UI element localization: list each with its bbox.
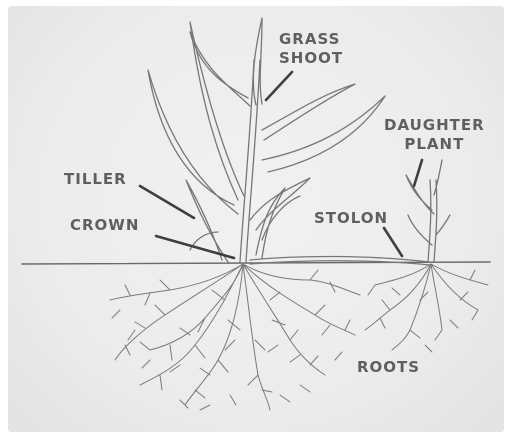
main-roots — [110, 264, 360, 410]
daughter-blade — [436, 215, 450, 235]
tiller-label: TILLER — [64, 170, 127, 189]
crown-pointer — [156, 236, 234, 258]
tiller-pointer — [140, 186, 194, 218]
blade — [190, 32, 250, 106]
grass-shoot-label: GRASS SHOOT — [279, 30, 343, 68]
daughter-blade — [434, 160, 442, 195]
grass-shoot-pointer — [266, 72, 292, 100]
roots-label: ROOTS — [357, 358, 420, 377]
daughter-roots — [365, 264, 488, 352]
blade — [250, 178, 310, 230]
stolon-label: STOLON — [314, 209, 388, 228]
crown-label: CROWN — [70, 216, 139, 235]
daughter-blade — [408, 215, 432, 245]
daughter-plant-label: DAUGHTER PLANT — [384, 116, 485, 154]
daughter-plant-pointer — [414, 160, 422, 186]
blade — [262, 84, 355, 140]
stolon-pointer — [384, 228, 402, 256]
blade — [262, 96, 385, 172]
main-stem — [240, 60, 260, 262]
daughter-stem — [428, 180, 437, 262]
